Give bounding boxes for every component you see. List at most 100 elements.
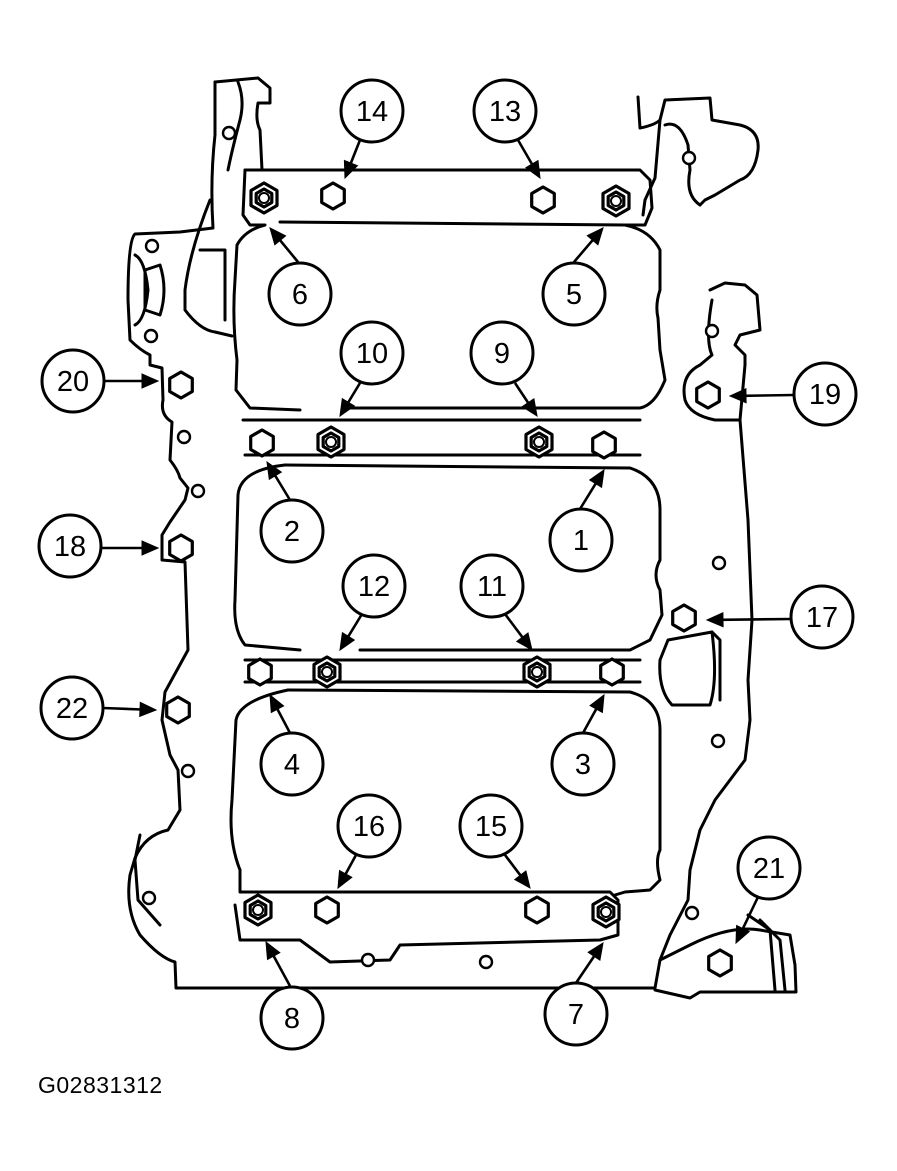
dowel-holes — [141, 125, 727, 970]
callout-circle-20 — [40, 348, 106, 414]
bolt-17 — [671, 603, 697, 633]
callout-circle-10 — [339, 320, 405, 386]
arrow-head-6 — [269, 227, 287, 246]
bolt-center-9 — [533, 436, 545, 448]
callout-circle-17 — [789, 584, 855, 650]
callout-circle-7 — [543, 981, 609, 1047]
callout-circle-3 — [550, 731, 616, 797]
callout-circle-12 — [341, 553, 407, 619]
callout-label-9: 9 — [494, 338, 510, 370]
arrow-22 — [102, 701, 158, 718]
bolt-11 — [522, 655, 552, 689]
bolt-head-21 — [707, 948, 733, 978]
callout-20: 20 — [40, 348, 106, 414]
callout-12: 12 — [341, 553, 407, 619]
bolt-2 — [249, 428, 275, 458]
bolt-center-12 — [321, 666, 333, 678]
bolt-head-4 — [247, 657, 273, 687]
callout-16: 16 — [336, 793, 402, 859]
bolt-head-14 — [320, 181, 346, 211]
callout-circle-19 — [792, 361, 858, 427]
callout-2: 2 — [259, 498, 325, 564]
callout-circle-1 — [548, 507, 614, 573]
arrow-shaft-10 — [346, 382, 362, 405]
callout-13: 13 — [472, 78, 538, 144]
arrow-2 — [266, 460, 292, 501]
bolt-16 — [314, 895, 340, 925]
callout-9: 9 — [469, 320, 535, 386]
callout-circle-9 — [469, 320, 535, 386]
arrow-17 — [705, 612, 792, 628]
arrow-shaft-5 — [573, 237, 595, 263]
arrow-head-11 — [515, 632, 533, 651]
callout-label-20: 20 — [57, 366, 89, 398]
arrow-shaft-22 — [102, 706, 143, 711]
arrow-shaft-6 — [277, 237, 300, 263]
bolt-head-17 — [671, 603, 697, 633]
bolt-head-16 — [314, 895, 340, 925]
callout-label-6: 6 — [292, 279, 308, 311]
bolt-center-8 — [252, 904, 264, 916]
bolt-7 — [591, 895, 621, 929]
bolt-5 — [601, 184, 631, 218]
callout-circle-22 — [39, 675, 105, 741]
callout-21: 21 — [736, 835, 802, 901]
callout-circle-4 — [259, 731, 325, 797]
arrow-head-14 — [343, 159, 359, 180]
callout-label-4: 4 — [284, 749, 300, 781]
arrow-19 — [728, 388, 795, 404]
arrow-shaft-15 — [503, 854, 523, 878]
bolt-22 — [165, 695, 191, 725]
callout-15: 15 — [458, 793, 524, 859]
callout-circle-16 — [336, 793, 402, 859]
callout-label-12: 12 — [358, 571, 390, 603]
bolt-4 — [247, 657, 273, 687]
arrow-shaft-3 — [581, 706, 599, 734]
bolt-13 — [530, 185, 556, 215]
callout-circle-6 — [267, 261, 333, 327]
callout-circle-21 — [736, 835, 802, 901]
arrow-21 — [735, 896, 760, 945]
callout-17: 17 — [789, 584, 855, 650]
bolt-head-22 — [165, 695, 191, 725]
arrow-12 — [339, 613, 364, 652]
arrow-head-17 — [705, 612, 724, 628]
arrow-head-10 — [339, 397, 356, 418]
callout-circle-14 — [339, 78, 405, 144]
arrow-head-1 — [588, 468, 605, 489]
callout-14: 14 — [339, 78, 405, 144]
callout-circle-2 — [259, 498, 325, 564]
callout-18: 18 — [37, 513, 103, 579]
bolt-20 — [168, 370, 194, 400]
arrow-shaft-2 — [273, 473, 292, 501]
callout-circle-13 — [472, 78, 538, 144]
arrow-shaft-4 — [275, 706, 292, 734]
arrow-16 — [337, 854, 358, 890]
arrow-11 — [503, 613, 533, 651]
callout-3: 3 — [550, 731, 616, 797]
arrow-15 — [503, 854, 531, 889]
flange-outline — [133, 168, 787, 992]
callout-label-14: 14 — [356, 96, 388, 128]
arrow-3 — [581, 693, 605, 734]
arrow-head-19 — [728, 388, 747, 404]
callout-8: 8 — [259, 985, 325, 1051]
callout-label-21: 21 — [753, 853, 785, 885]
callout-circle-11 — [459, 553, 525, 619]
arrow-head-2 — [266, 460, 283, 481]
callout-label-5: 5 — [566, 279, 582, 311]
arrow-head-18 — [141, 540, 160, 556]
block-outline — [126, 76, 798, 1000]
arrow-7 — [574, 941, 604, 984]
arrow-1 — [578, 468, 605, 510]
callout-label-15: 15 — [475, 811, 507, 843]
arrow-head-4 — [269, 693, 285, 714]
arrow-shaft-7 — [574, 953, 597, 984]
bolt-heads — [165, 181, 733, 978]
bolt-6 — [249, 181, 279, 215]
callout-label-16: 16 — [353, 811, 385, 843]
arrow-shaft-12 — [346, 613, 364, 639]
bolt-head-18 — [168, 533, 194, 563]
bolt-center-6 — [258, 192, 270, 204]
